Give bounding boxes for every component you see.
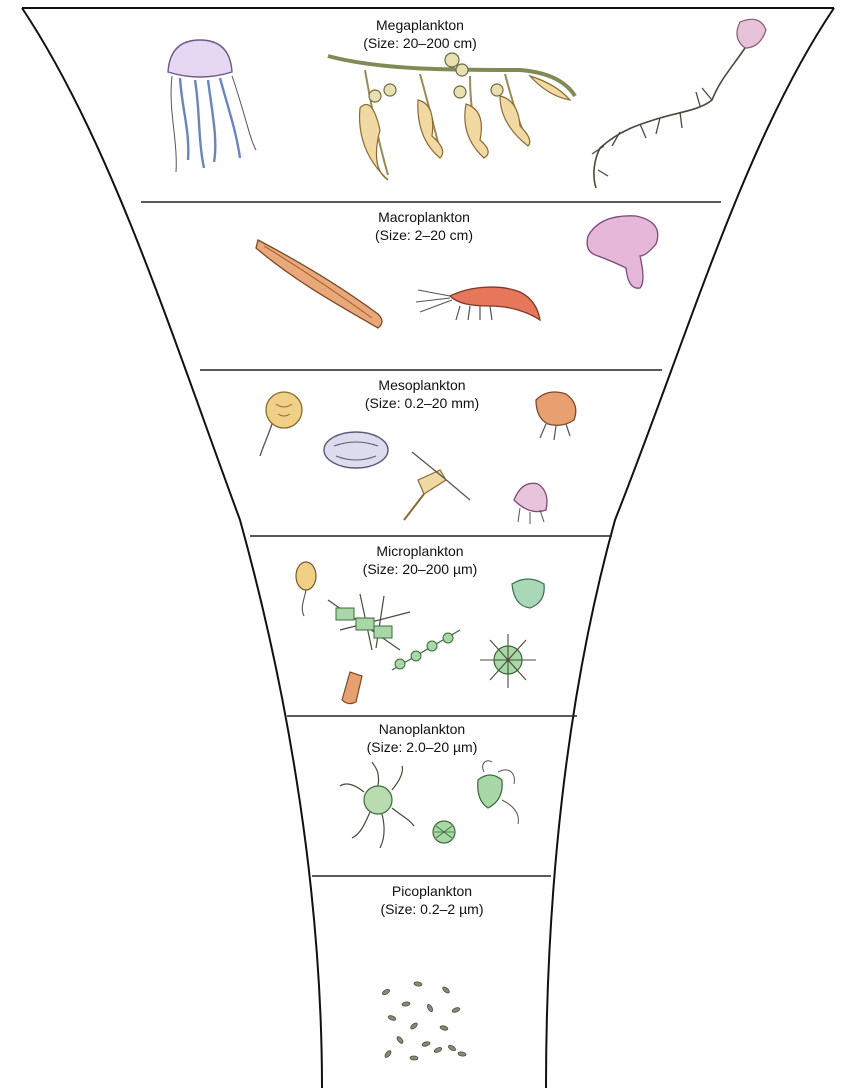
funnel-right-edge <box>546 8 834 1088</box>
krill-illustration <box>416 287 540 320</box>
amphipod-illustration <box>536 392 576 440</box>
flagellate-illustration <box>478 761 519 824</box>
tier-title: Megaplankton <box>376 17 464 33</box>
tier-title: Mesoplankton <box>378 377 465 393</box>
small-medusa-illustration <box>514 483 547 524</box>
siphonophore-illustration <box>592 19 766 188</box>
jellyfish-illustration <box>168 40 256 172</box>
funnel-left-edge <box>22 8 322 1088</box>
bead-chain-illustration <box>392 630 460 670</box>
coccolithophore-illustration <box>433 821 455 843</box>
tier-microplankton: Microplankton (Size: 20–200 µm) <box>296 543 544 704</box>
radiolarian-illustration <box>480 634 536 688</box>
tier-title: Macroplankton <box>378 209 470 225</box>
ostracod-illustration <box>324 432 388 468</box>
larva-illustration <box>260 392 302 456</box>
foraminifera-illustration <box>512 579 544 608</box>
spiny-cell-illustration <box>340 762 414 848</box>
tier-size: (Size: 2.0–20 µm) <box>367 739 478 755</box>
tier-title: Microplankton <box>376 543 463 559</box>
tier-picoplankton: Picoplankton (Size: 0.2–2 µm) <box>381 883 484 1060</box>
tier-megaplankton: Megaplankton (Size: 20–200 cm) <box>168 17 766 188</box>
tintinnid-illustration <box>342 672 362 704</box>
copepod-illustration <box>404 452 470 520</box>
tier-title: Picoplankton <box>392 883 472 899</box>
tier-size: (Size: 0.2–20 mm) <box>365 395 479 411</box>
tier-mesoplankton: Mesoplankton (Size: 0.2–20 mm) <box>260 377 576 524</box>
tier-macroplankton: Macroplankton (Size: 2–20 cm) <box>256 209 658 328</box>
tier-size: (Size: 20–200 cm) <box>363 35 477 51</box>
seaweed-illustration <box>328 53 575 180</box>
tier-nanoplankton: Nanoplankton (Size: 2.0–20 µm) <box>340 721 518 848</box>
tier-size: (Size: 20–200 µm) <box>363 561 478 577</box>
diatom-chain-illustration <box>328 594 410 650</box>
picoplankton-cells-illustration <box>382 981 467 1060</box>
tier-size: (Size: 0.2–2 µm) <box>381 901 484 917</box>
arrow-worm-illustration <box>256 240 382 328</box>
dinoflagellate-illustration <box>296 562 316 616</box>
tier-title: Nanoplankton <box>379 721 465 737</box>
ctenophore-illustration <box>587 216 658 288</box>
tier-size: (Size: 2–20 cm) <box>375 227 473 243</box>
